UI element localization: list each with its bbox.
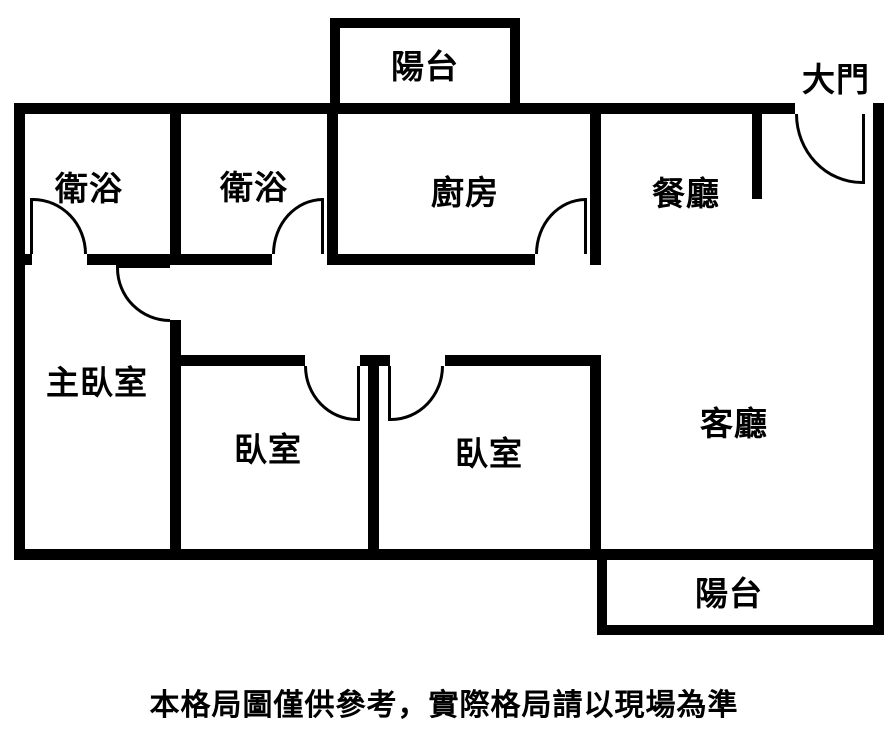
wall-kitchen-east (590, 103, 601, 265)
wall-outer-left (14, 103, 25, 560)
master-door-leaf (116, 265, 170, 268)
wall-outer-top (14, 103, 795, 114)
room-label-bedroom1: 臥室 (234, 431, 302, 468)
wall-bedrooms-north-c (445, 355, 601, 366)
wall-outer-bottom (14, 549, 884, 560)
wall-corridor-north-c (327, 254, 535, 265)
bedroom2-door-leaf (388, 366, 391, 421)
disclaimer-caption: 本格局圖僅供參考，實際格局請以現場為準 (149, 689, 739, 722)
wall-bedroom2-living-divider (590, 355, 601, 560)
kitchen-door-arc (535, 198, 586, 254)
wall-bedroom-divider (368, 355, 379, 560)
room-label-bathroom1: 衛浴 (55, 170, 123, 207)
wall-balcony-bottom-south (597, 625, 884, 635)
entry-door-leaf (862, 114, 865, 184)
wall-bath1-bath2-divider (170, 103, 181, 265)
room-label-living: 客廳 (700, 405, 768, 442)
room-label-dining: 餐廳 (652, 175, 720, 212)
wall-entry-stub (752, 114, 762, 199)
wall-corridor-north-b (87, 254, 272, 265)
wall-balcony-top-west (330, 18, 340, 103)
room-label-bathroom2: 衛浴 (220, 169, 288, 206)
room-label-kitchen: 廚房 (431, 174, 499, 211)
room-label-bedroom2: 臥室 (455, 435, 523, 472)
room-label-entry-door: 大門 (802, 61, 870, 98)
room-label-master-bedroom: 主臥室 (46, 364, 148, 401)
bathroom1-door-leaf (30, 198, 33, 254)
wall-balcony-top-north (330, 18, 520, 28)
wall-balcony-bottom-west (597, 549, 607, 635)
wall-master-east (170, 320, 181, 560)
wall-balcony-top-east (510, 18, 520, 103)
wall-bath2-kitchen-divider (327, 103, 338, 265)
bedroom2-door-arc (391, 366, 444, 421)
bedroom1-door-leaf (357, 366, 360, 421)
wall-outer-right (873, 103, 884, 635)
wall-bedrooms-north-a (170, 355, 305, 366)
room-label-balcony-top: 陽台 (391, 48, 459, 85)
bedroom1-door-arc (304, 366, 357, 421)
wall-corridor-north-a (14, 254, 32, 265)
room-label-balcony-bottom: 陽台 (695, 575, 763, 612)
master-door-arc (116, 268, 170, 322)
entry-door-arc (795, 114, 862, 184)
